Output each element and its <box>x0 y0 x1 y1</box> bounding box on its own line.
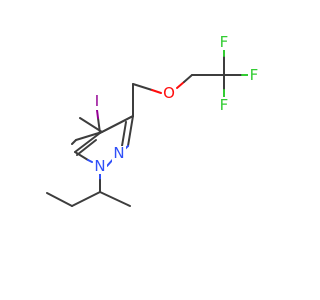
n2-label-bg <box>112 146 126 162</box>
f3-label-bg <box>218 97 230 113</box>
bond-c4-iodine <box>97 117 101 134</box>
bond-cbutyl-ch2 <box>71 191 101 207</box>
oxygen-label-bg <box>162 86 176 102</box>
molecule-structure: I N N O F F F <box>46 33 260 207</box>
bond-ring-c4-c3 <box>99 115 134 134</box>
iodine-atom: I <box>95 92 99 110</box>
bond-ch2-o-o-half <box>151 89 162 94</box>
bond-ring-n1-c5 <box>74 151 89 161</box>
bond-c4-c5 <box>79 117 103 133</box>
bond-ch2-ch3 <box>46 192 73 207</box>
fluorine-atom-top: F <box>220 33 229 51</box>
bond-ring-c3-n2-double <box>121 121 127 147</box>
oxygen-atom: O <box>163 84 175 102</box>
bond-ring-c4-c5 <box>74 132 101 153</box>
f1-label-bg <box>218 34 230 50</box>
bond-cbutyl-methyl <box>99 191 131 207</box>
bond-o-ch2b <box>183 74 193 83</box>
fluorine-atom-bottom: F <box>220 96 229 114</box>
n1-label-bg <box>93 158 107 174</box>
iodine-label-bg <box>91 94 103 110</box>
bond-ring-n1-c5-n-half <box>87 159 93 163</box>
bond-c5-c4 <box>75 131 103 141</box>
bond-c5-n1 <box>71 139 77 145</box>
n1-atom: N <box>94 157 105 175</box>
bond-ring-c4-c5-double <box>76 139 97 156</box>
n2-atom: N <box>113 144 124 162</box>
bond-ch2-o <box>132 83 153 91</box>
bond-o-ch2b-o-half <box>176 81 185 89</box>
f2-label-bg <box>248 67 260 83</box>
bond-ring-c3-n2 <box>127 115 134 147</box>
bond-c4-iodine-i-half <box>96 109 99 119</box>
fluorine-atom-right: F <box>250 66 259 84</box>
